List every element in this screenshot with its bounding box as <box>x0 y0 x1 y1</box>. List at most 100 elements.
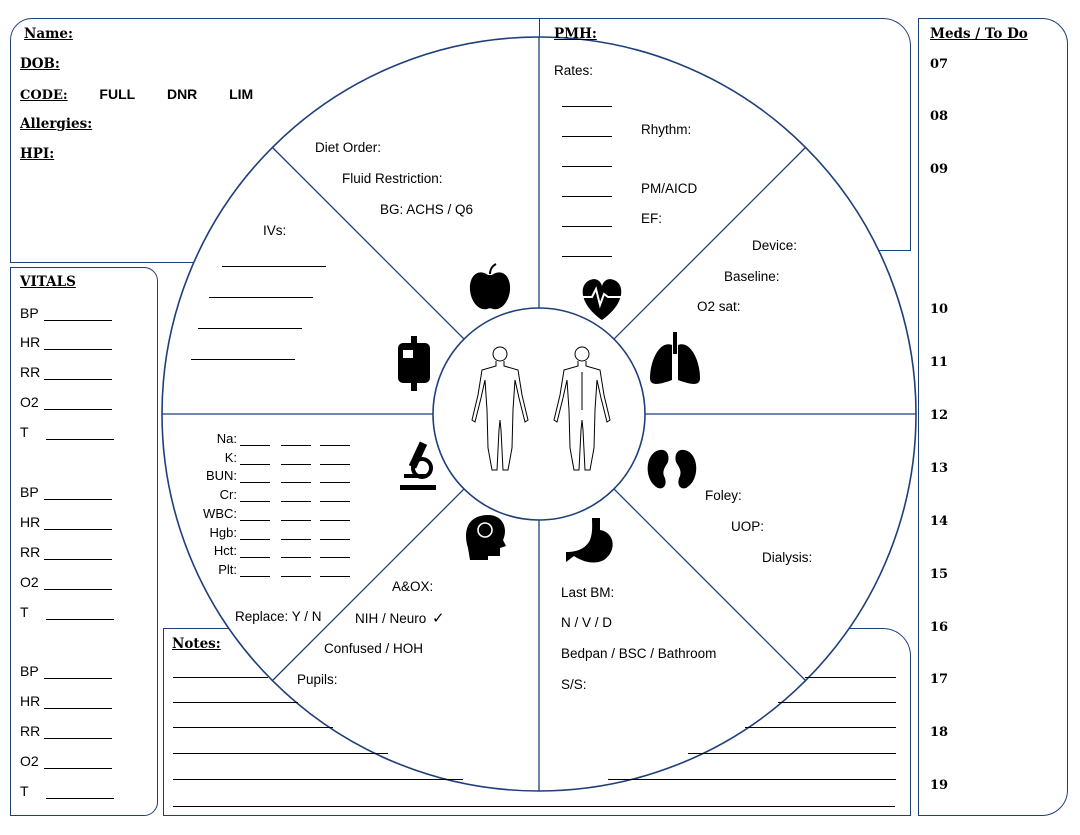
baseline-label: Baseline: <box>724 269 780 284</box>
vitals-box <box>10 267 158 816</box>
rate-blank-line <box>562 136 612 137</box>
notes-blank-line <box>173 677 268 678</box>
vital-blank-line <box>44 738 112 739</box>
notes-blank-line <box>688 753 896 754</box>
notes-blank-line <box>805 677 896 678</box>
lab-blank-line <box>320 575 350 577</box>
vital-label: BP <box>20 305 39 321</box>
hour-18: 18 <box>930 725 949 740</box>
name-label: Name: <box>24 26 73 42</box>
vitals-label: VITALS <box>20 274 76 290</box>
vital-row-t: T <box>20 424 29 440</box>
last-bm-label: Last BM: <box>561 585 615 600</box>
vital-blank-line <box>44 559 112 560</box>
hour-10: 10 <box>930 302 949 317</box>
vital-label: RR <box>20 723 41 739</box>
iv-line <box>209 297 313 298</box>
lab-blank-line <box>320 519 350 521</box>
fluid-restriction-label: Fluid Restriction: <box>342 171 443 186</box>
hour-15: 15 <box>930 567 949 582</box>
checkmark-icon: ✓ <box>432 609 445 627</box>
vital-label: O2 <box>20 574 39 590</box>
nih-neuro-label: NIH / Neuro <box>355 611 427 626</box>
vital-row-t: T <box>20 783 29 799</box>
vital-label: T <box>20 424 29 440</box>
vital-label: RR <box>20 364 41 380</box>
lab-blank-line <box>240 575 270 577</box>
vital-row-o2: O2 <box>20 574 39 590</box>
vital-label: O2 <box>20 753 39 769</box>
lab-blank-line <box>320 482 350 484</box>
device-label: Device: <box>752 238 798 253</box>
lab-blank-line <box>320 538 350 540</box>
uop-label: UOP: <box>731 519 765 534</box>
hour-08: 08 <box>930 109 949 124</box>
vital-blank-line <box>44 589 112 590</box>
lab-blank-line <box>281 557 311 559</box>
vital-row-hr: HR <box>20 514 40 530</box>
lab-blank-line <box>281 519 311 521</box>
lab-blank-line <box>281 445 311 446</box>
body-back-icon <box>553 346 611 471</box>
vital-blank-line <box>44 320 112 321</box>
vital-row-o2: O2 <box>20 753 39 769</box>
vital-blank-line <box>46 798 114 799</box>
hour-13: 13 <box>930 461 949 476</box>
rate-blank-line <box>562 166 612 167</box>
aox-label: A&OX: <box>392 579 434 594</box>
dob-label: DOB: <box>20 56 60 72</box>
confused-hoh-label: Confused / HOH <box>324 641 424 656</box>
rates-label: Rates: <box>554 63 594 78</box>
lab-blank-line <box>320 463 350 465</box>
ef-label: EF: <box>641 211 663 226</box>
bg-label: BG: ACHS / Q6 <box>380 202 474 217</box>
dialysis-label: Dialysis: <box>762 550 813 565</box>
vital-blank-line <box>44 529 112 530</box>
vital-label: BP <box>20 663 39 679</box>
lab-blank-line <box>281 575 311 577</box>
code-option-full: FULL <box>99 86 136 102</box>
iv-bag-icon <box>398 336 430 391</box>
vital-label: HR <box>20 334 41 350</box>
hour-12: 12 <box>930 408 949 423</box>
o2-sat-label: O2 sat: <box>697 299 741 314</box>
vital-blank-line <box>46 619 114 620</box>
iv-line <box>198 328 302 329</box>
hour-19: 19 <box>930 778 949 793</box>
rate-blank-line <box>562 196 612 197</box>
vital-label: HR <box>20 693 41 709</box>
pupils-label: Pupils: <box>297 672 338 687</box>
code-option-dnr: DNR <box>166 86 198 102</box>
kidneys-icon <box>647 449 697 489</box>
nih-neuro-row: NIH / Neuro ✓ <box>355 609 445 627</box>
notes-blank-line <box>173 806 895 807</box>
iv-line <box>222 266 326 267</box>
lab-blank-line <box>320 501 350 503</box>
ss-label: S/S: <box>561 677 587 692</box>
notes-blank-line <box>608 779 896 780</box>
vital-label: O2 <box>20 394 39 410</box>
code-option-lim: LIM <box>229 86 254 102</box>
foley-label: Foley: <box>705 488 742 503</box>
vital-blank-line <box>44 379 112 380</box>
stomach-icon <box>566 518 613 563</box>
vital-label: T <box>20 783 29 799</box>
lab-blank-line <box>281 482 311 484</box>
notes-label: Notes: <box>172 636 221 652</box>
hour-14: 14 <box>930 514 949 529</box>
vital-row-bp: BP <box>20 305 39 321</box>
vital-row-o2: O2 <box>20 394 39 410</box>
vital-blank-line <box>46 439 114 440</box>
allergies-label: Allergies: <box>20 116 93 132</box>
lab-label-wbc: WBC: <box>203 505 237 521</box>
vital-blank-line <box>44 409 112 410</box>
bedpan-label: Bedpan / BSC / Bathroom <box>561 646 717 661</box>
notes-blank-line <box>173 727 333 728</box>
vital-label: T <box>20 604 29 620</box>
vital-blank-line <box>44 678 112 679</box>
body-front-icon <box>471 346 529 471</box>
meds-label: Meds / To Do <box>930 26 1028 42</box>
notes-blank-line <box>173 779 463 780</box>
ivs-label: IVs: <box>263 223 287 238</box>
pm-aicd-label: PM/AICD <box>641 181 698 196</box>
